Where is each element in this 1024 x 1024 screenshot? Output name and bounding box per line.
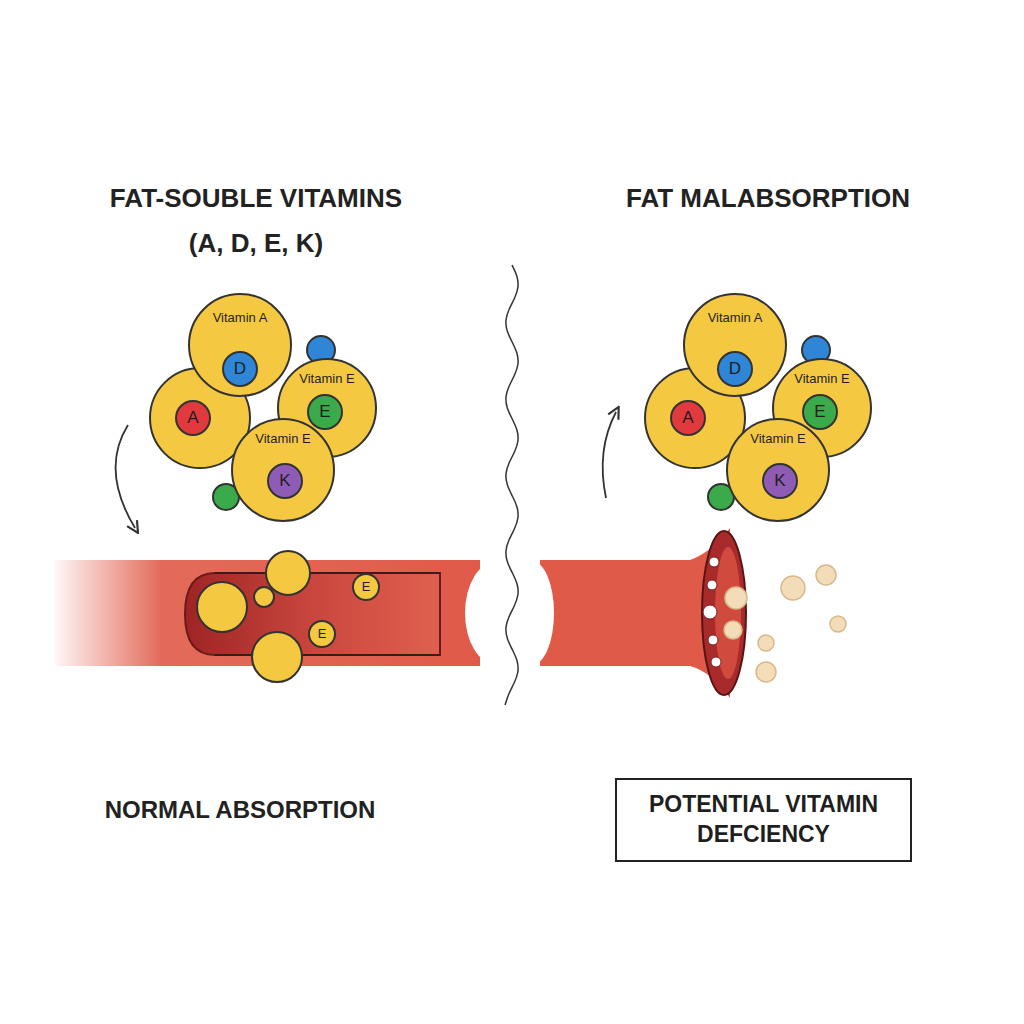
panel-heading: FAT-SOUBLE VITAMINS (A, D, E, K) [91,176,421,266]
vitamin-letter: A [670,400,706,436]
vitamin-letter: E [802,394,838,430]
vitamin-letter-text: A [187,409,198,428]
vitamin-droplet: Vitamin E K [726,418,830,522]
reject-arrow [603,412,616,498]
vitamin-name: Vitamin E [794,372,849,386]
vitamin-letter-text: E [318,627,327,641]
wavy-divider [505,265,518,705]
vitamin-letter: E [308,620,336,648]
vitamin-letter: K [267,463,303,499]
vitamin-letter-text: A [682,409,693,428]
fat-droplets [197,551,310,682]
vitamin-name: Vitamin A [708,311,763,325]
vitamin-letter-text: E [814,403,825,422]
malabsorbing-tube [510,528,746,698]
absorb-arrow [116,425,135,528]
vitamin-letter: D [222,351,258,387]
vitamin-letter-text: E [362,580,371,594]
lost-droplets [724,565,846,682]
vitamin-letter-text: E [319,403,330,422]
vitamin-letter: A [175,400,211,436]
deficiency-box: POTENTIAL VITAMIN DEFCIENCY [615,778,912,862]
vitamin-droplet: Vitamin A D [683,293,787,397]
vitamin-droplet: Vitamin A D [188,293,292,397]
vitamin-letter-text: K [774,472,785,491]
vitamin-letter-text: D [729,360,741,379]
vitamin-name: Vitamin A [213,311,268,325]
panel-label: NORMAL ABSORPTION [60,795,420,825]
panel-heading: FAT MALABSORPTION [548,176,988,221]
vitamin-name: Vitamin E [750,432,805,446]
vitamin-letter: K [762,463,798,499]
vitamin-letter-text: K [279,472,290,491]
vitamin-letter: E [307,394,343,430]
vitamin-name: Vitamin E [255,432,310,446]
warning-text: POTENTIAL VITAMIN DEFCIENCY [629,790,898,850]
vitamin-name: Vitamin E [299,372,354,386]
vitamin-letter-text: D [234,360,246,379]
vitamin-letter: E [352,573,380,601]
vitamin-letter: D [717,351,753,387]
vitamin-droplet: Vitamin E K [231,418,335,522]
